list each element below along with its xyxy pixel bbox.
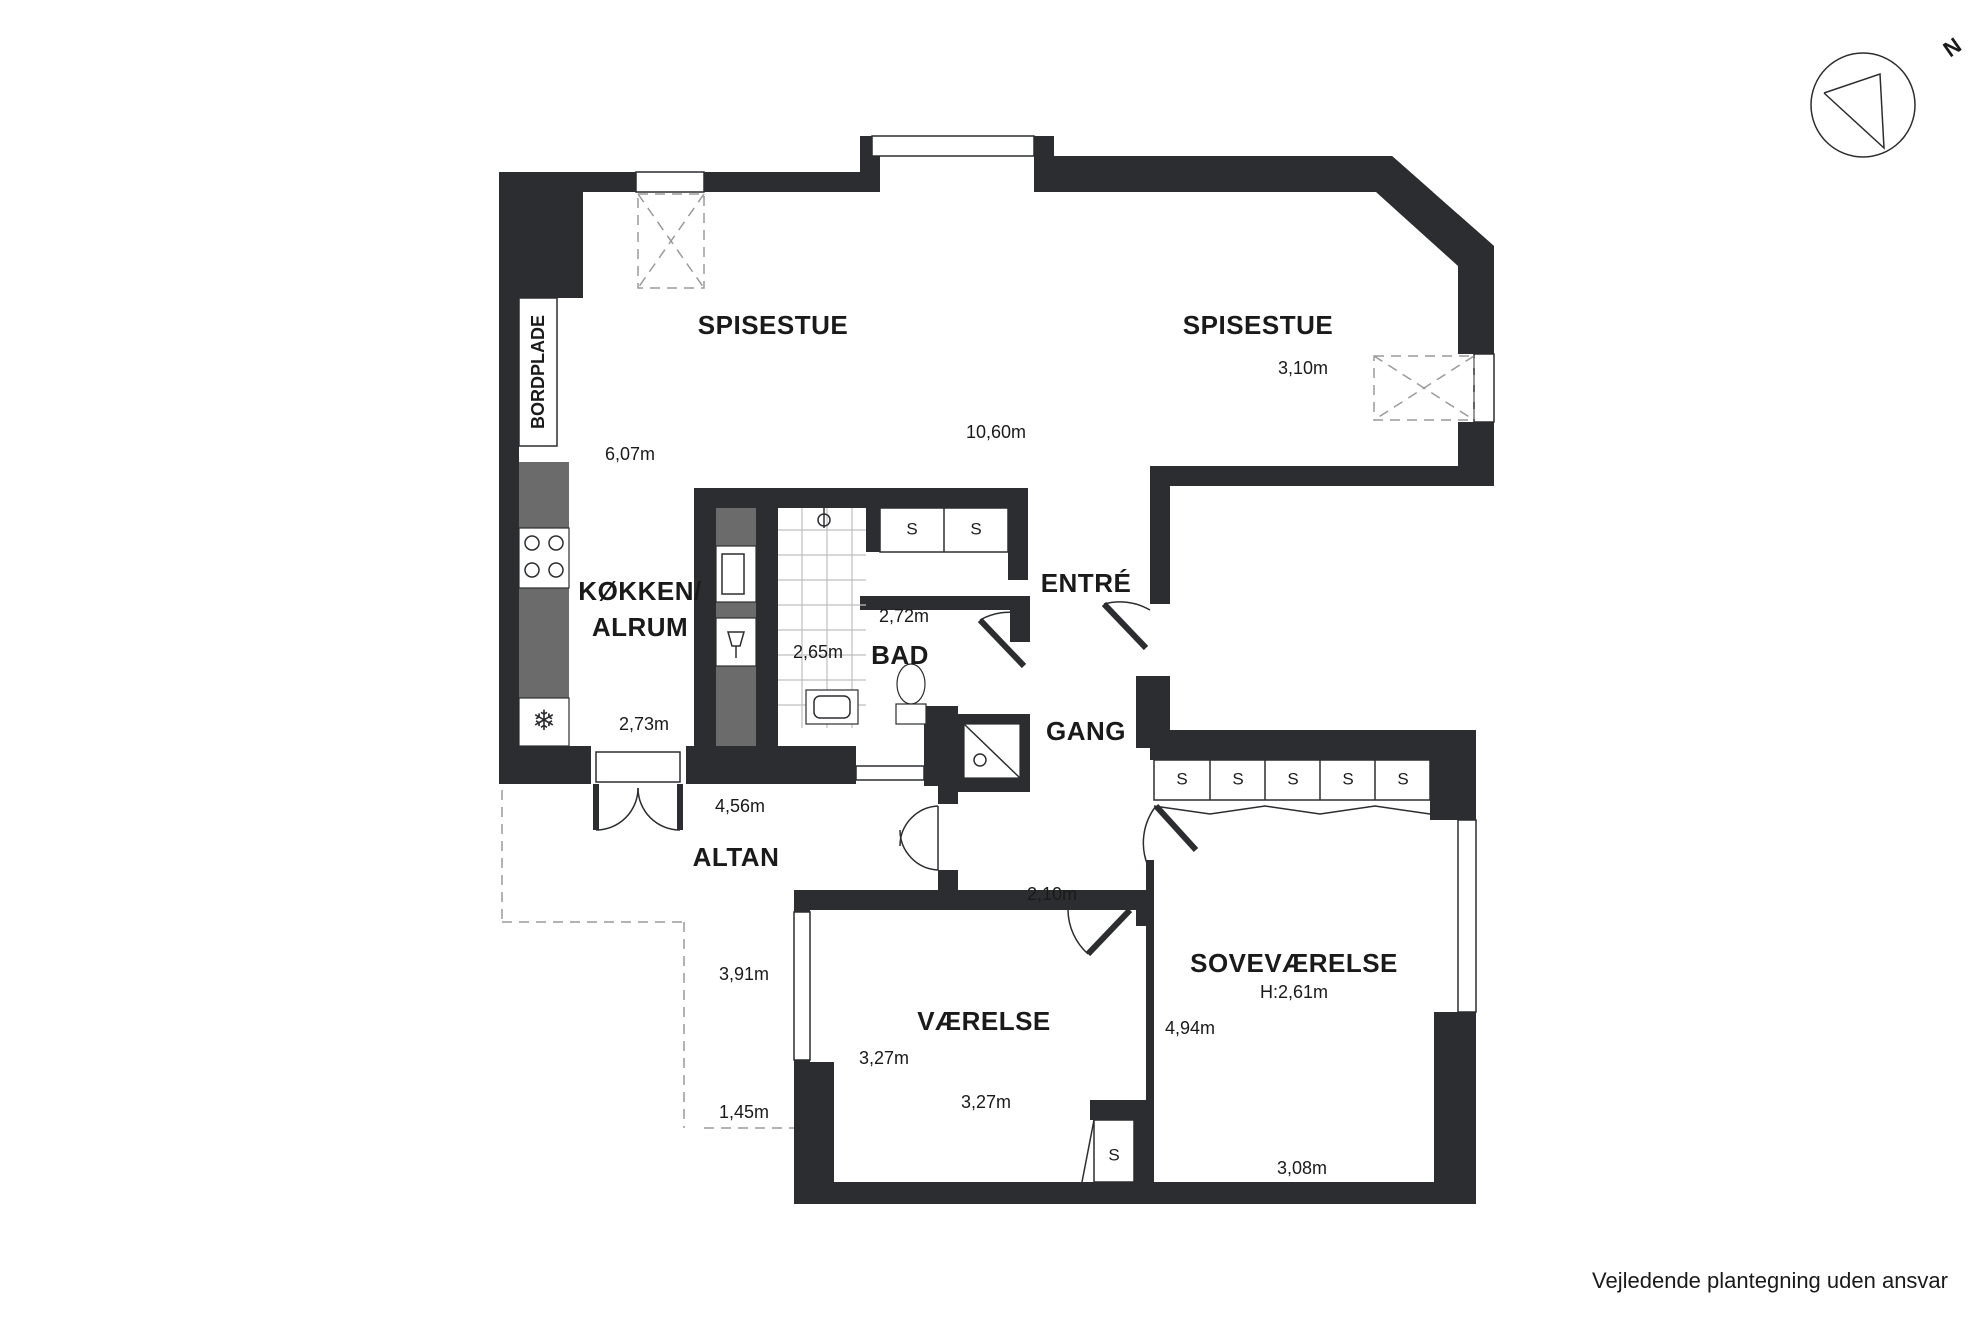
vaerelse-label: VÆRELSE (917, 1006, 1051, 1036)
wardrobe-bedroom: S S S S S (1153, 759, 1431, 815)
storage-label: S (1397, 769, 1408, 788)
storage-label: S (970, 519, 981, 538)
storage-label: S (1287, 769, 1298, 788)
dim-kitchen-length: 6,07m (605, 444, 655, 464)
washing-machine-icon (963, 723, 1021, 779)
compass-icon: N (1810, 33, 1966, 158)
windows (635, 135, 1495, 1061)
dim-altan-depth: 3,91m (719, 964, 769, 984)
walls-front (499, 136, 1494, 1204)
doors (593, 601, 1199, 957)
kitchen-label-line1: KØKKEN/ (578, 576, 701, 606)
bad-label: BAD (871, 640, 929, 670)
dim-bad-width: 2,72m (879, 606, 929, 626)
dishwasher-icon (715, 617, 757, 667)
dim-living-length: 10,60m (966, 422, 1026, 442)
spisestue-right-label: SPISESTUE (1183, 310, 1333, 340)
fridge-icon: ❄ (518, 697, 570, 747)
dim-vaerelse-depth: 3,27m (859, 1048, 909, 1068)
skylight-left-icon (637, 193, 705, 289)
sink-icon (715, 545, 757, 603)
compass-north-label: N (1939, 33, 1966, 63)
gang-label: GANG (1046, 716, 1126, 746)
bordplade-label: BORDPLADE (528, 315, 548, 429)
toilet-icon (895, 663, 927, 725)
storage-label: S (1108, 1145, 1119, 1164)
dim-sove-depth: 4,94m (1165, 1018, 1215, 1038)
kitchen-label-line2: ALRUM (592, 612, 688, 642)
dim-gang-width: 2,10m (1027, 884, 1077, 904)
shower-icon (817, 508, 831, 528)
dim-vaerelse-width: 3,27m (961, 1092, 1011, 1112)
dim-kitchen-width: 2,73m (619, 714, 669, 734)
dim-altan-width: 4,56m (715, 796, 765, 816)
storage-label: S (906, 519, 917, 538)
svg-text:❄: ❄ (532, 704, 555, 737)
dim-bad-height: 2,65m (793, 642, 843, 662)
dim-sove-width: 3,08m (1277, 1158, 1327, 1178)
disclaimer-text: Vejledende plantegning uden ansvar (1592, 1268, 1948, 1293)
altan-outline (501, 790, 794, 1129)
spisestue-left-label: SPISESTUE (698, 310, 848, 340)
skylight-right-icon (1373, 355, 1475, 421)
room-fills (519, 156, 1458, 1182)
dim-spisestue-width: 3,10m (1278, 358, 1328, 378)
storage-vaerelse: S (1081, 1119, 1135, 1183)
entre-label: ENTRÉ (1041, 568, 1132, 598)
bordplade-counter (518, 297, 558, 447)
altan-label: ALTAN (693, 842, 780, 872)
sovevaerelse-height-label: H:2,61m (1260, 982, 1328, 1002)
sovevaerelse-label: SOVEVÆRELSE (1190, 948, 1398, 978)
dim-altan-small: 1,45m (719, 1102, 769, 1122)
storage-top: S S (879, 507, 1009, 553)
storage-label: S (1342, 769, 1353, 788)
storage-label: S (1232, 769, 1243, 788)
stove-icon (518, 527, 570, 589)
storage-label: S (1176, 769, 1187, 788)
bathroom-sink-icon (805, 689, 859, 725)
